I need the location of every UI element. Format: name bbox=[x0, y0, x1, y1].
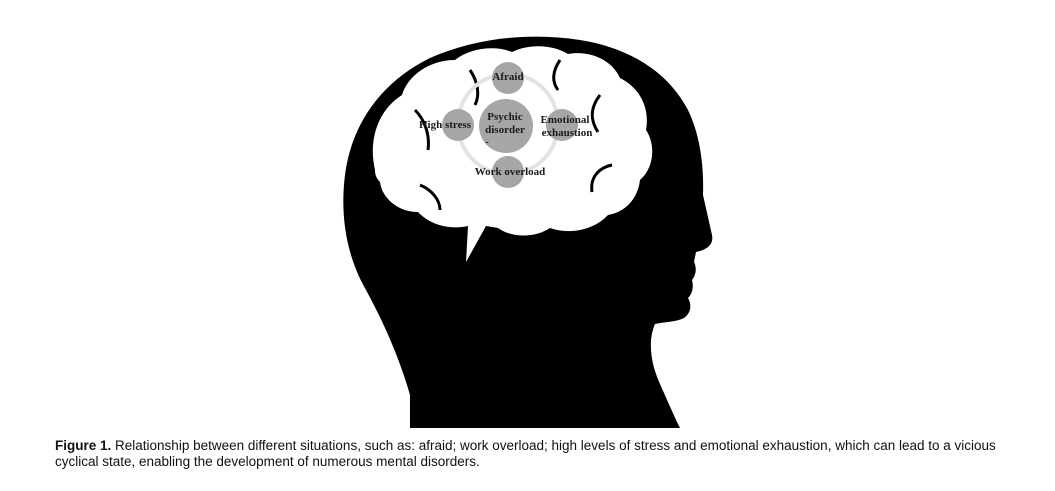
high-stress-node bbox=[442, 109, 474, 141]
center-label-line2: disorder bbox=[485, 124, 525, 136]
work-overload-label: Work overload bbox=[475, 166, 546, 178]
work-overload-node bbox=[492, 156, 524, 188]
figure-caption: Figure 1. Relationship between different… bbox=[55, 438, 1025, 470]
center-node bbox=[479, 99, 533, 153]
emotional-exhaustion-node bbox=[546, 109, 578, 141]
afraid-label: Afraid bbox=[492, 71, 523, 83]
exhaustion-label: exhaustion bbox=[542, 127, 593, 139]
brain-shape bbox=[372, 46, 653, 262]
caption-label: Figure 1. bbox=[55, 438, 112, 453]
center-label-line3: - bbox=[485, 137, 488, 148]
center-label-line1: Psychic bbox=[487, 111, 523, 123]
emotional-label: Emotional bbox=[541, 114, 590, 126]
caption-text: Relationship between different situation… bbox=[55, 438, 996, 469]
brain-folds bbox=[413, 59, 613, 211]
high-stress-label: High stress bbox=[419, 119, 472, 131]
afraid-node bbox=[492, 62, 524, 94]
